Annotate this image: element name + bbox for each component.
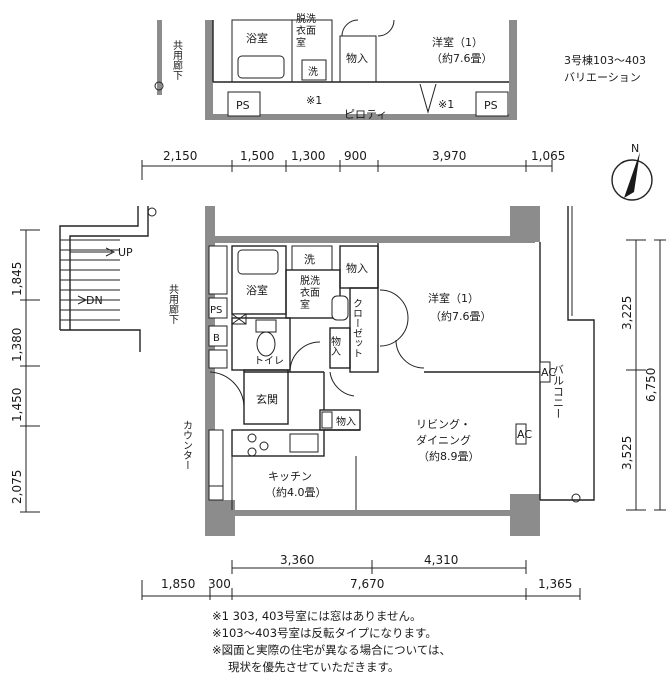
- stairs: UP DN: [59, 206, 157, 352]
- dim-bottom-2: 300: [208, 577, 231, 591]
- note-4: 現状を優先させていただきます。: [228, 660, 400, 674]
- ps-label: PS: [210, 305, 222, 316]
- bath-label: 浴室: [246, 283, 268, 297]
- dim-top-2: 1,500: [240, 149, 274, 163]
- variation-caption-2: バリエーション: [564, 71, 641, 84]
- dim-bottom-inner-1: 3,360: [280, 553, 314, 567]
- dim-top-5: 3,970: [432, 149, 466, 163]
- variation-storage-label: 物入: [346, 51, 368, 65]
- north-arrow: N: [611, 142, 653, 201]
- closet-label: クローゼット: [351, 298, 363, 358]
- dim-left-1: 1,845: [10, 262, 24, 296]
- washer-label: 洗: [304, 253, 315, 266]
- dim-top-6: 1,065: [531, 149, 565, 163]
- dimension-top: 2,150 1,500 1,300 900 3,970 1,065: [141, 149, 565, 180]
- dim-top-3: 1,300: [291, 149, 325, 163]
- stair-down-label: DN: [86, 294, 103, 307]
- note-1: ※1 303, 403号室には窓はありません。: [212, 609, 422, 623]
- dimension-bottom: 3,360 4,310 1,850 300 7,670 1,365: [141, 553, 581, 600]
- ac-label-a: AC: [541, 366, 556, 379]
- dim-left-4: 2,075: [10, 470, 24, 504]
- storage-mid-label: 物入: [329, 335, 341, 356]
- dim-bottom-4: 1,365: [538, 577, 572, 591]
- dim-left-3: 1,450: [10, 388, 24, 422]
- dressing-label-1: 脱洗: [300, 274, 320, 287]
- variation-dressing-label-3: 室: [296, 36, 306, 49]
- dim-bottom-1: 1,850: [161, 577, 195, 591]
- kitchen-label: キッチン: [268, 470, 312, 483]
- toilet-label: トイレ: [254, 356, 284, 367]
- dim-top-4: 900: [344, 149, 367, 163]
- western-label: 洋室（1）: [428, 291, 479, 305]
- ac-label-b: AC: [517, 428, 532, 441]
- b-label: B: [213, 333, 220, 344]
- storage-top-label: 物入: [346, 261, 368, 275]
- note-2: ※103〜403号室は反転タイプになります。: [212, 626, 437, 640]
- dim-left-2: 1,380: [10, 328, 24, 362]
- entrance-label: 玄関: [256, 392, 278, 406]
- variation-ps-left-label: PS: [236, 99, 250, 112]
- dim-right-2: 3,525: [620, 436, 634, 470]
- variation-corridor-label: 共用廊下: [171, 40, 183, 81]
- variation-western-label: 洋室（1）: [432, 35, 483, 49]
- notes: ※1 303, 403号室には窓はありません。 ※103〜403号室は反転タイプ…: [212, 608, 662, 676]
- dim-top-1: 2,150: [163, 149, 197, 163]
- variation-plan: 共用廊下 浴室 脱洗 衣面 室 洗 物入 洋室（1） （約7.6畳） PS PS…: [154, 12, 646, 121]
- dim-right-1: 3,225: [620, 296, 634, 330]
- variation-piloti-label: ピロティ: [344, 108, 387, 121]
- counter-label: カウンター: [181, 420, 193, 470]
- dim-bottom-inner-2: 4,310: [424, 553, 458, 567]
- dimension-left: 1,845 1,380 1,450 2,075: [10, 229, 40, 513]
- living-label-2: ダイニング: [416, 433, 471, 447]
- living-size: （約8.9畳）: [418, 449, 480, 463]
- north-label: N: [631, 142, 639, 155]
- dimension-right: 3,225 3,525 6,750: [620, 239, 666, 511]
- main-plan: 共用廊下 AC AC バルコニー PS B 浴室 洗: [167, 206, 595, 536]
- variation-note-right-label: ※1: [438, 98, 454, 111]
- main-corridor-label: 共用廊下: [167, 284, 179, 325]
- balcony-label: バルコニー: [552, 364, 565, 419]
- variation-caption-1: 3号棟103〜403: [564, 53, 646, 67]
- variation-ps-right-label: PS: [484, 99, 498, 112]
- storage-low-label: 物入: [336, 415, 356, 428]
- variation-dressing-label-2: 衣面: [296, 24, 316, 37]
- variation-note-left-label: ※1: [306, 94, 322, 107]
- note-3: ※図面と実際の住宅が異なる場合については、: [212, 643, 452, 657]
- variation-dressing-label-1: 脱洗: [296, 12, 316, 25]
- variation-western-size: （約7.6畳）: [431, 51, 493, 65]
- dim-bottom-3: 7,670: [350, 577, 384, 591]
- kitchen-size: （約4.0畳）: [265, 485, 327, 499]
- dressing-label-2: 衣面: [300, 286, 320, 299]
- living-label-1: リビング・: [416, 417, 471, 431]
- dressing-label-3: 室: [300, 298, 310, 311]
- variation-bath-label: 浴室: [246, 31, 268, 45]
- dim-right-total: 6,750: [644, 368, 658, 402]
- variation-washer-label: 洗: [308, 66, 318, 78]
- stair-up-label: UP: [118, 246, 133, 259]
- western-size: （約7.6畳）: [430, 309, 492, 323]
